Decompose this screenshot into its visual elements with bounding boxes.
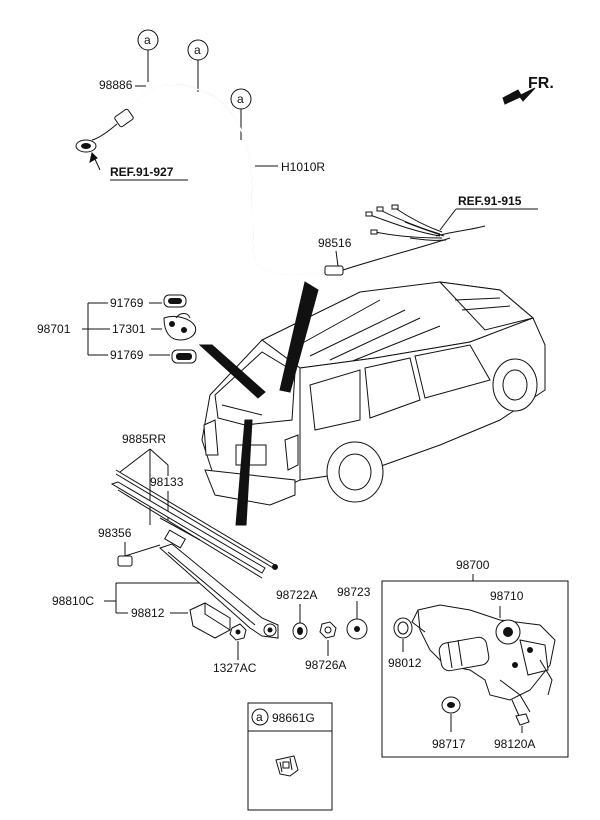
ref-91-915-label: REF.91-915 <box>458 194 522 208</box>
part-98726a-label: 98726A <box>305 658 346 672</box>
svg-text:a: a <box>194 43 201 57</box>
svg-text:a: a <box>256 710 263 724</box>
part-17301-label: 17301 <box>112 322 146 336</box>
vehicle-illustration <box>201 281 546 506</box>
part-98701-label: 98701 <box>37 322 71 336</box>
clip-callout-box <box>247 702 333 811</box>
ref-91-927-label: REF.91-927 <box>110 165 174 179</box>
part-98700-label: 98700 <box>456 558 490 572</box>
washer-nozzle-17301 <box>163 313 197 341</box>
washer-98723 <box>346 618 368 640</box>
wiper-arm-98810c <box>159 543 279 639</box>
part-98717-label: 98717 <box>432 737 466 751</box>
part-91769-top-label: 91769 <box>110 296 144 310</box>
pointer-wedge-1 <box>198 344 266 399</box>
wiper-blade-refill-98133 <box>115 469 278 570</box>
pointer-wedge-2 <box>279 281 319 393</box>
part-91769-bottom-label: 91769 <box>110 348 144 362</box>
front-label: FR. <box>528 75 554 92</box>
part-98661g-label: 98661G <box>272 711 315 725</box>
svg-text:a: a <box>237 92 244 106</box>
wiper-arm-cover-98812 <box>189 602 231 639</box>
blade-clip <box>117 555 133 567</box>
part-98723-label: 98723 <box>337 585 371 599</box>
part-98120a-label: 98120A <box>494 737 535 751</box>
part-98356-label: 98356 <box>98 526 132 540</box>
pointer-wedge-3 <box>235 419 253 526</box>
callout-a-3: a <box>230 88 252 110</box>
part-98812-label: 98812 <box>131 606 165 620</box>
callout-a-2: a <box>187 39 209 61</box>
part-9885rr-label: 9885RR <box>122 432 166 446</box>
grommet-98012 <box>393 617 413 639</box>
part-98710-label: 98710 <box>490 589 524 603</box>
svg-text:a: a <box>144 33 151 47</box>
part-98722a-label: 98722A <box>276 588 317 602</box>
wiper-blade-98356 <box>110 481 266 579</box>
callout-a-1: a <box>137 29 159 51</box>
part-98886-label: 98886 <box>99 78 133 92</box>
part-98012-label: 98012 <box>388 656 422 670</box>
hose-clip-98661g <box>275 755 299 777</box>
wiper-motor-98710 <box>411 604 556 713</box>
bolt-98120a <box>511 699 530 726</box>
motor-assembly-box <box>381 580 569 758</box>
part-1327ac-label: 1327AC <box>213 661 257 675</box>
callout-a-bottom: a <box>251 708 269 726</box>
part-98516-label: 98516 <box>318 236 352 250</box>
nozzle-cap-91769-bottom <box>171 349 197 364</box>
front-direction-arrow <box>502 87 536 105</box>
cap-98722a <box>292 622 308 640</box>
wiring-harness <box>365 204 486 241</box>
connector-98886 <box>75 108 134 153</box>
part-98133-label: 98133 <box>150 475 184 489</box>
nut-98726a <box>319 621 337 639</box>
washer-hose <box>129 83 451 276</box>
nut-1327ac <box>229 623 247 641</box>
nozzle-cap-91769-top <box>163 294 187 308</box>
part-h1010r-label: H1010R <box>281 160 325 174</box>
bushing-98717 <box>441 696 461 714</box>
part-98810c-label: 98810C <box>52 594 94 608</box>
